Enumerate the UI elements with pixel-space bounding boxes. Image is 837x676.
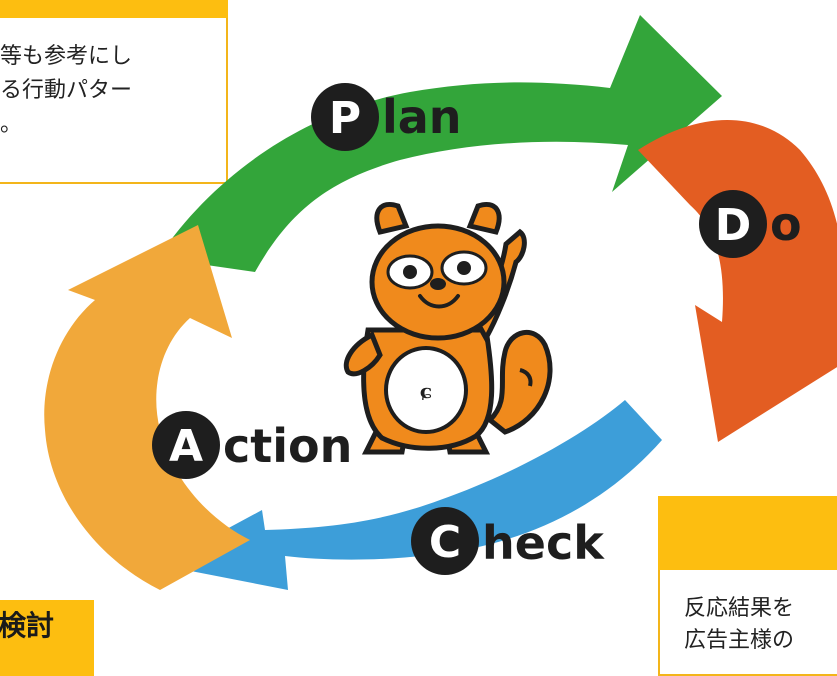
callout-text-line: 。	[0, 112, 23, 137]
plan-label: P lan	[311, 83, 462, 151]
do-label-text: o	[770, 197, 802, 251]
do-badge	[699, 190, 767, 258]
action-label: A ction	[152, 411, 352, 479]
callout-text-line: 広告主様の	[684, 628, 795, 653]
callout-box-bottom-right: 反応結果を 広告主様の	[658, 496, 837, 676]
check-label: C heck	[411, 507, 605, 575]
action-label-text: ction	[223, 419, 352, 473]
tanuki-mascot	[343, 202, 553, 455]
callout-header-bar	[0, 0, 228, 18]
check-label-text: heck	[482, 516, 605, 570]
action-badge-letter: A	[169, 421, 203, 472]
do-label: D o	[699, 190, 802, 258]
tanuki-belly-mark: ɕ	[420, 379, 432, 403]
plan-badge-letter: P	[329, 93, 361, 144]
do-arrow	[638, 120, 837, 442]
callout-label: 検討	[0, 609, 55, 642]
action-badge	[152, 411, 220, 479]
check-badge-letter: C	[429, 517, 461, 568]
callout-text-line: 反応結果を	[684, 596, 795, 621]
callout-text-line: る行動パター	[0, 78, 133, 103]
check-arrow	[160, 400, 662, 590]
callout-box-bottom-left: 検討	[0, 600, 94, 676]
tanuki-tail	[486, 329, 553, 435]
callout-header-bar	[658, 496, 837, 570]
plan-badge	[311, 83, 379, 151]
do-badge-letter: D	[715, 200, 752, 251]
tanuki-belly	[384, 346, 468, 434]
plan-arrow	[158, 15, 722, 272]
callout-box-top-left: 等も参考にし る行動パター 。	[0, 0, 228, 184]
action-arrow	[44, 225, 251, 590]
check-badge	[411, 507, 479, 575]
plan-label-text: lan	[382, 90, 462, 144]
callout-text-line: 等も参考にし	[0, 44, 133, 69]
